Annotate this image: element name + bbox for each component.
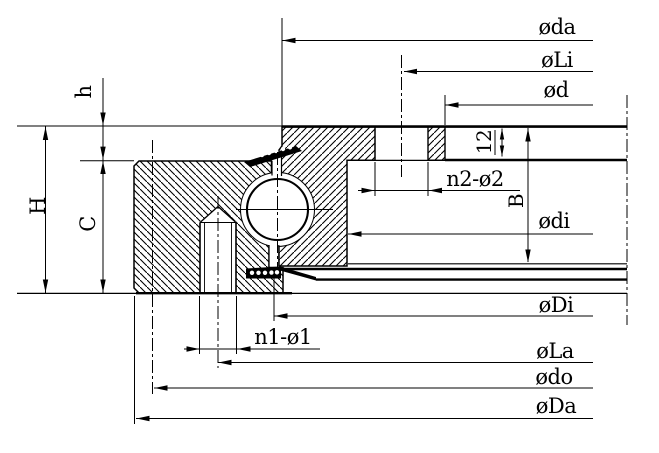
bolt-hole-n1 (199, 206, 237, 293)
dim-label-oLa: øLa (536, 339, 574, 363)
dim-label-odi: ødi (538, 209, 570, 233)
dim-label-B: B (504, 194, 528, 208)
dim-label-n2-o2: n2-ø2 (446, 167, 504, 191)
dim-label-n1-o1: n1-ø1 (254, 325, 312, 349)
inner-ring-plate-section-piece (427, 125, 446, 161)
dim-label-od: ød (543, 78, 568, 102)
dim-label-oDi: øDi (539, 293, 574, 317)
dimension-arrowheads (42, 37, 531, 422)
dim-label-oLi: øLi (541, 48, 574, 72)
centerlines (152, 55, 628, 394)
dim-label-C: C (76, 216, 100, 232)
dim-label-H: H (26, 197, 50, 215)
dimension-lines (45, 18, 593, 424)
dim-label-h: h (72, 85, 96, 98)
structural-lines (17, 125, 627, 295)
dim-label-oda: øda (538, 15, 575, 39)
dim-label-12: 12 (472, 130, 496, 154)
dimension-labels: øda øLi ød n2-ø2 ødi øDi n1-ø1 øLa ødo ø… (26, 15, 577, 418)
seal-top (244, 145, 302, 167)
dim-label-odo: ødo (535, 365, 572, 389)
dim-label-oDa: øDa (536, 394, 577, 418)
